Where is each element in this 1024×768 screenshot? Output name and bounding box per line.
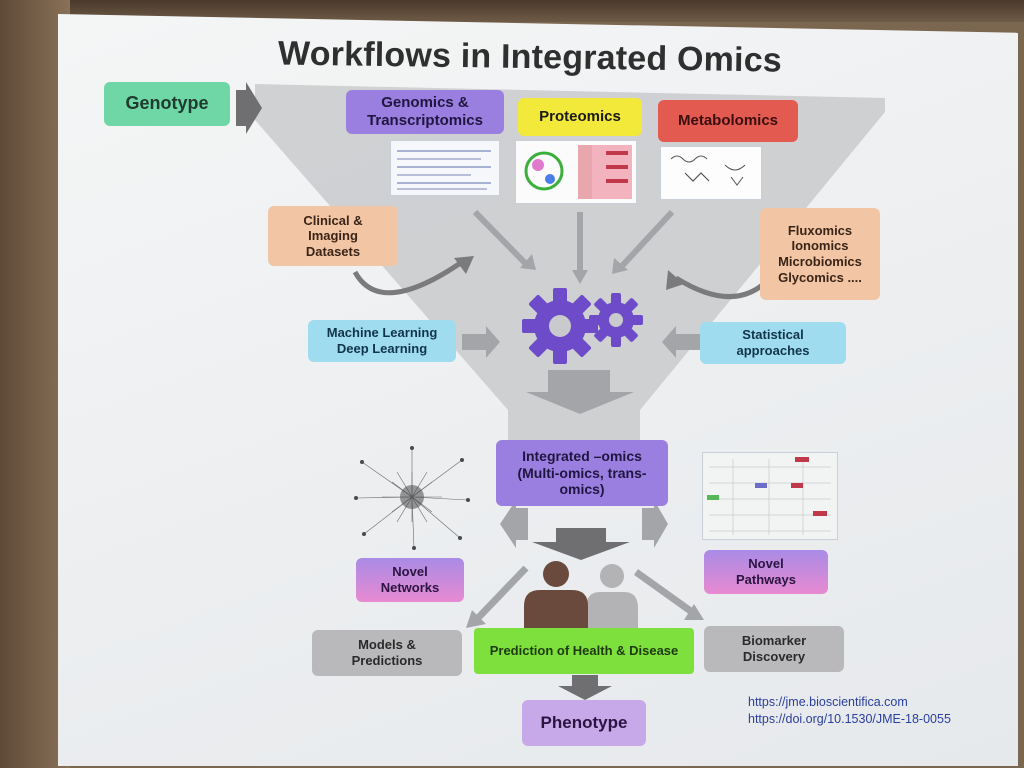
genotype-arrow-icon [236,82,262,134]
ml-arrow-icon [462,326,500,358]
genomics-box: Genomics & Transcriptomics [346,90,504,134]
genomics-data-thumbnail [390,140,500,196]
phenotype-arrow-icon [558,675,612,700]
stats-arrow-icon [662,326,700,358]
down-arrow-icon [532,528,630,560]
novel-pathways-box: Novel Pathways [704,550,828,594]
statistical-approaches-box: Statistical approaches [700,322,846,364]
source-link-journal[interactable]: https://jme.bioscientifica.com [748,695,908,709]
metabolomics-box: Metabolomics [658,100,798,142]
source-link-doi[interactable]: https://doi.org/10.1530/JME-18-0055 [748,711,951,726]
curved-arrow-icon [352,259,464,296]
arrow-icon [619,209,675,269]
left-arrow-icon [500,500,528,548]
source-links[interactable]: https://jme.bioscientifica.com https://d… [748,694,951,728]
metabolomics-data-thumbnail [660,146,762,200]
slide-title: Workflows in Integrated Omics [277,34,783,80]
wall-top [0,0,1024,22]
pathway-map-icon [702,452,838,540]
integrated-omics-box: Integrated –omics (Multi-omics, trans-om… [496,440,668,506]
arrow-icon [472,209,531,269]
gears-icon [522,288,643,364]
arrow-icon [633,569,695,615]
right-arrow-icon [642,500,668,548]
arrow-icon [475,565,529,621]
down-arrow-icon [526,370,634,414]
prediction-health-disease-box: Prediction of Health & Disease [474,628,694,674]
proteomics-data-thumbnail [515,140,637,204]
biomarker-discovery-box: Biomarker Discovery [704,626,844,672]
models-predictions-box: Models & Predictions [312,630,462,676]
clinical-datasets-box: Clinical & Imaging Datasets [268,206,398,266]
novel-networks-box: Novel Networks [356,558,464,602]
phenotype-box: Phenotype [522,700,646,746]
network-graph-icon [354,446,470,550]
other-omics-box: Fluxomics Ionomics Microbiomics Glycomic… [760,208,880,300]
machine-learning-box: Machine Learning Deep Learning [308,320,456,362]
proteomics-box: Proteomics [518,98,642,136]
genotype-box: Genotype [104,82,230,126]
